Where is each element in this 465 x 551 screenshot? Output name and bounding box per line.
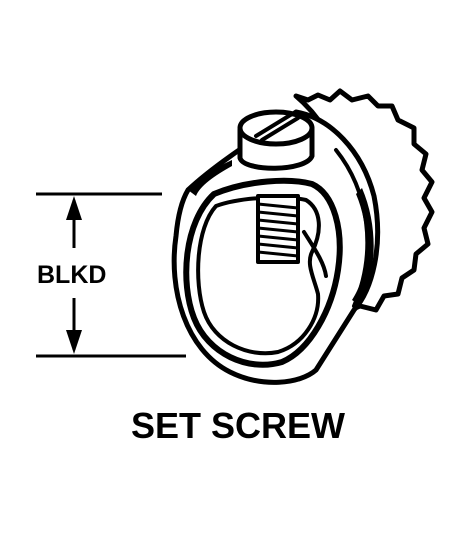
dimension-arrow-down [66, 330, 82, 354]
dimension-label: BLKD [37, 261, 106, 289]
connector-illustration [171, 88, 435, 385]
dimension-arrow-up [66, 196, 82, 220]
opening-inner-rim [196, 195, 321, 356]
connector-opening [183, 177, 343, 368]
set-screw-thread [256, 194, 300, 264]
inner-clamp-curve [302, 230, 328, 278]
diagram-caption: SET SCREW [131, 405, 345, 446]
body-shadow-left [188, 160, 232, 196]
dimension-markings [36, 192, 186, 358]
set-screw-head [237, 109, 315, 171]
body-shadow-right [352, 188, 374, 304]
